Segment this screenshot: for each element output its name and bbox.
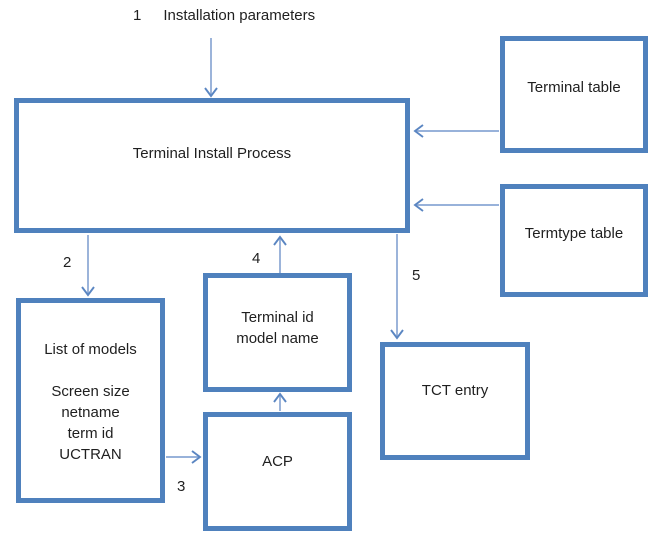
arrow-down-step5 (390, 234, 404, 340)
step1-caption: 1 Installation parameters (133, 7, 315, 25)
step4-number: 4 (252, 250, 261, 267)
node-title: List of models (44, 341, 137, 358)
arrow-left-termtype-table (413, 198, 499, 212)
node-label: ACP (262, 453, 293, 470)
node-item-term-id: term id (67, 425, 114, 442)
node-terminal-table: Terminal table (500, 36, 648, 153)
node-acp: ACP (203, 412, 352, 531)
node-label: Termtype table (524, 225, 624, 242)
node-label: TCT entry (421, 381, 489, 399)
arrow-up-acp-to-terminal-id (273, 392, 287, 411)
node-item-netname: netname (61, 404, 120, 421)
node-termtype-table: Termtype table (500, 184, 648, 297)
node-list-of-models: List of models Screen size netname term … (16, 298, 165, 503)
node-label: Terminal table (527, 79, 621, 96)
node-label-line2: model name (236, 329, 319, 347)
arrow-up-step4 (273, 235, 287, 273)
node-terminal-id-model-name: Terminal id model name (203, 273, 352, 392)
step5-number: 5 (412, 267, 421, 284)
node-item-uctran: UCTRAN (59, 446, 122, 463)
step3-number: 3 (177, 478, 186, 495)
node-item-screen-size: Screen size (51, 383, 130, 400)
arrow-left-terminal-table (413, 124, 499, 138)
node-label-line1: Terminal id (241, 308, 314, 326)
step2-number: 2 (63, 254, 72, 271)
node-terminal-install-process: Terminal Install Process (14, 98, 410, 233)
node-label: Terminal Install Process (132, 145, 292, 162)
arrow-right-step3 (166, 450, 202, 464)
arrow-down-installation-parameters (204, 38, 218, 98)
step1-number: 1 (133, 7, 142, 24)
arrow-down-step2 (81, 235, 95, 297)
step1-label: Installation parameters (163, 7, 316, 24)
node-tct-entry: TCT entry (380, 342, 530, 460)
